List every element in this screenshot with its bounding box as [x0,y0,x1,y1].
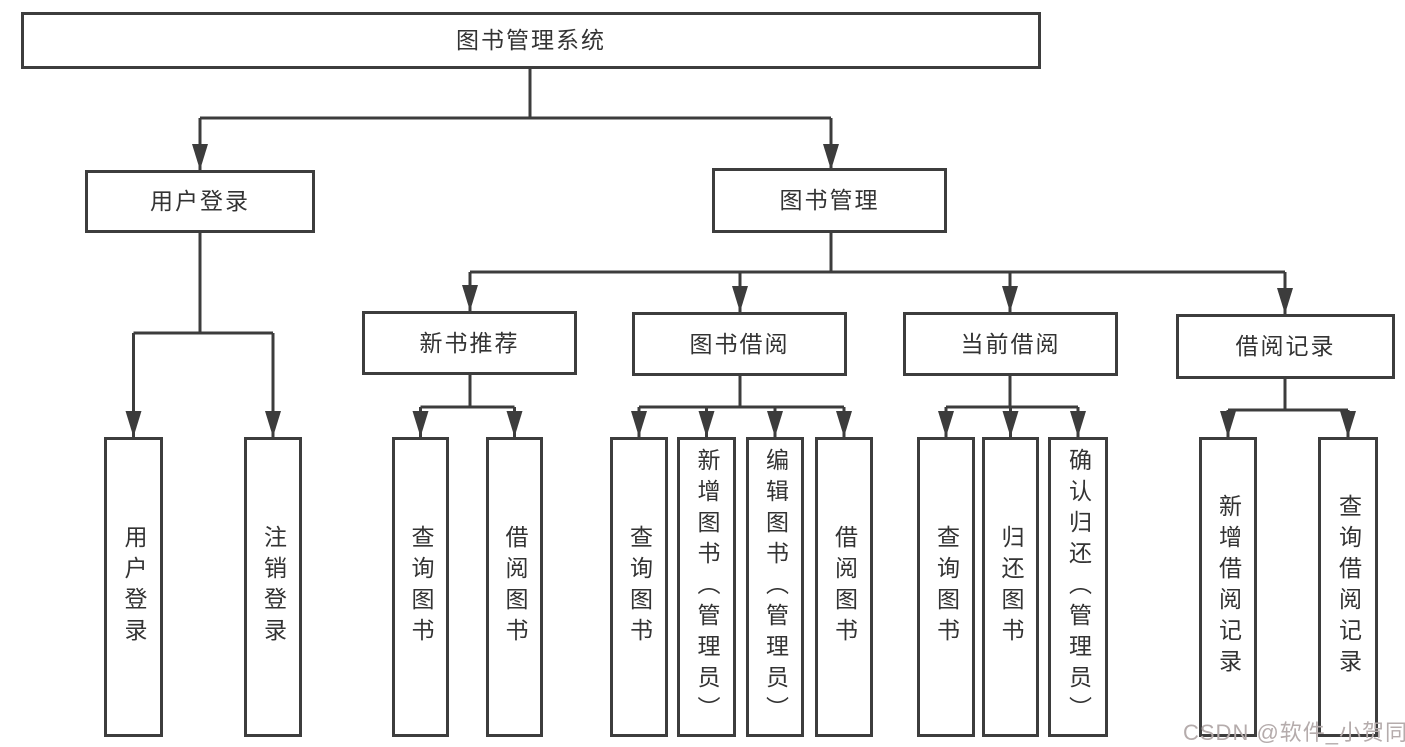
leaf-cb-return-books-label: 归还图书 [998,525,1024,649]
node-current-borrowing: 当前借阅 [903,312,1118,376]
leaf-cb-query-books-label: 查询图书 [933,525,960,649]
node-root-label: 图书管理系统 [456,27,606,53]
node-user-login: 用户登录 [85,170,315,233]
node-book-borrowing-label: 图书借阅 [689,330,790,357]
leaf-logout-login: 注销登录 [244,437,302,737]
leaf-nb-borrow-books: 借阅图书 [486,437,543,737]
leaf-nb-borrow-books-label: 借阅图书 [502,525,528,649]
node-root: 图书管理系统 [21,12,1041,69]
leaf-nb-query-books: 查询图书 [392,437,449,737]
leaf-bb-add-books-admin: 新增图书（管理员） [677,437,736,737]
leaf-br-add-record-label: 新增借阅记录 [1215,494,1242,680]
leaf-cb-confirm-return-admin-label: 确认归还（管理员） [1065,447,1092,727]
watermark: CSDN @软件_小贺同学 [1183,720,1405,745]
leaf-br-query-record-label: 查询借阅记录 [1335,494,1362,680]
leaf-nb-query-books-label: 查询图书 [408,525,434,649]
node-current-borrowing-label: 当前借阅 [960,330,1061,357]
leaf-bb-query-books: 查询图书 [610,437,668,737]
leaf-cb-query-books: 查询图书 [917,437,975,737]
leaf-bb-add-books-admin-label: 新增图书（管理员） [694,447,720,727]
node-book-borrowing: 图书借阅 [632,312,847,376]
leaf-br-query-record: 查询借阅记录 [1318,437,1378,737]
connector-trunk-lines [133,69,1348,412]
leaf-user-login: 用户登录 [104,437,163,737]
node-borrowing-records-label: 借阅记录 [1235,333,1336,359]
leaf-user-login-label: 用户登录 [121,525,147,649]
node-book-management-label: 图书管理 [779,187,880,213]
node-user-login-label: 用户登录 [150,188,250,214]
leaf-cb-confirm-return-admin: 确认归还（管理员） [1048,437,1108,737]
leaf-br-add-record: 新增借阅记录 [1199,437,1257,737]
node-borrowing-records: 借阅记录 [1176,314,1395,379]
leaf-bb-borrow-books: 借阅图书 [815,437,873,737]
node-book-management: 图书管理 [712,168,947,233]
leaf-bb-borrow-books-label: 借阅图书 [831,525,858,649]
leaf-bb-edit-books-admin: 编辑图书（管理员） [746,437,804,737]
leaf-bb-edit-books-admin-label: 编辑图书（管理员） [762,447,789,727]
leaf-bb-query-books-label: 查询图书 [626,525,653,649]
node-new-book-recommendation-label: 新书推荐 [419,329,520,356]
leaf-logout-login-label: 注销登录 [260,525,287,649]
node-new-book-recommendation: 新书推荐 [362,311,577,375]
leaf-cb-return-books: 归还图书 [982,437,1039,737]
